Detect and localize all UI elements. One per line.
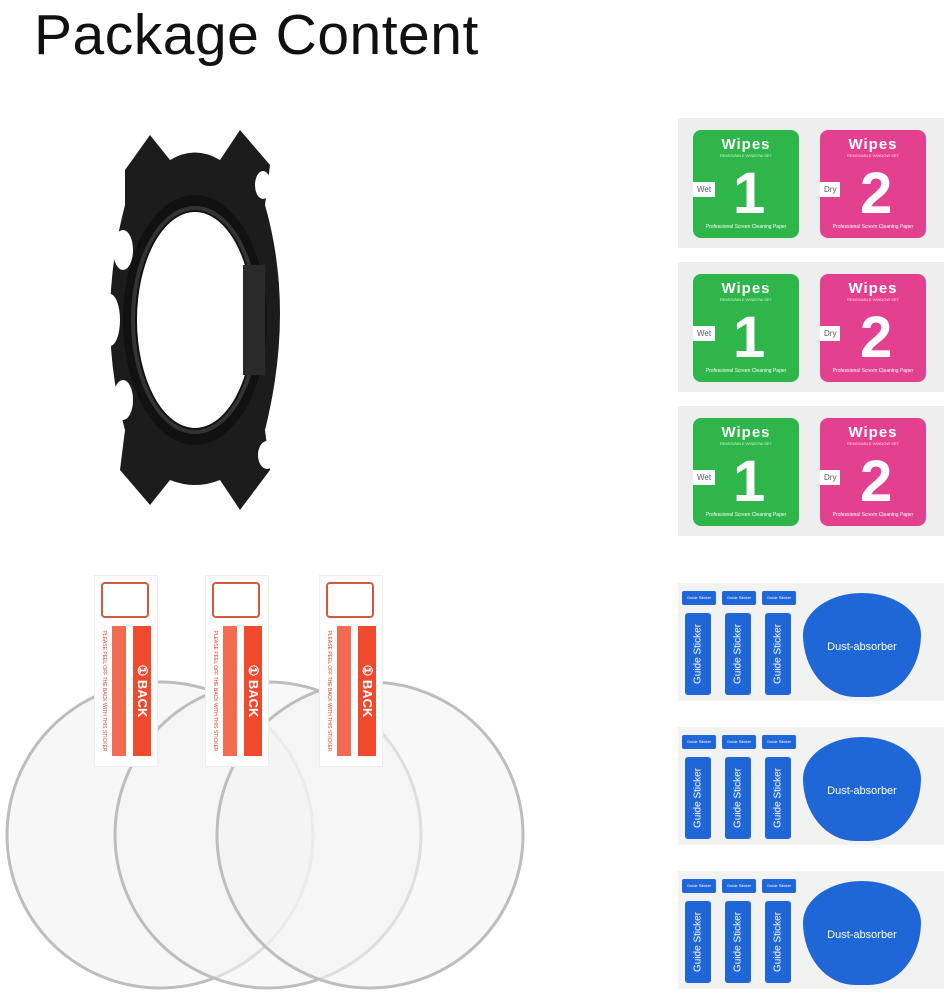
guide-sticker-tab: Guide Sticker bbox=[762, 879, 796, 893]
guide-sticker-set: Guide Sticker Guide Sticker Guide Sticke… bbox=[678, 727, 944, 845]
guide-sticker: Guide Sticker bbox=[765, 901, 791, 983]
guide-sticker-tab: Guide Sticker bbox=[722, 735, 756, 749]
guide-sticker-label: Guide Sticker bbox=[772, 623, 784, 685]
wipe-subtitle: REMOVABLE WINDOW SET bbox=[846, 297, 900, 302]
wipe-footer: Professional Screen Cleaning Paper bbox=[832, 368, 914, 374]
guide-sticker: Guide Sticker bbox=[685, 613, 711, 695]
peel-icon bbox=[212, 582, 260, 618]
wipe-subtitle: REMOVABLE WINDOW SET bbox=[719, 153, 773, 158]
wipe-footer: Professional Screen Cleaning Paper bbox=[705, 224, 787, 230]
back-label: ① BACK bbox=[360, 664, 375, 718]
guide-sticker-tab: Guide Sticker bbox=[762, 591, 796, 605]
wet-number: 1 bbox=[733, 305, 766, 370]
guide-sticker: Guide Sticker bbox=[685, 901, 711, 983]
wipe-subtitle: REMOVABLE WINDOW SET bbox=[846, 153, 900, 158]
wet-number: 1 bbox=[733, 161, 766, 226]
guide-sticker: Guide Sticker bbox=[725, 613, 751, 695]
dry-wipe: Wipes REMOVABLE WINDOW SET Dry 2 Profess… bbox=[820, 130, 926, 238]
wipe-footer: Professional Screen Cleaning Paper bbox=[832, 512, 914, 518]
dry-wipe: Wipes REMOVABLE WINDOW SET Dry 2 Profess… bbox=[820, 418, 926, 526]
guide-sticker-label: Guide Sticker bbox=[732, 623, 744, 685]
peel-instruction: PLEASE PEEL OFF THE BACK WITH THIS STICK… bbox=[326, 630, 332, 752]
guide-sticker: Guide Sticker bbox=[725, 901, 751, 983]
cleaning-wipes-pack: Wipes REMOVABLE WINDOW SET Wet 1 Profess… bbox=[678, 406, 944, 536]
guide-sticker-tab: Guide Sticker bbox=[682, 879, 716, 893]
guide-sticker-label: Guide Sticker bbox=[732, 911, 744, 973]
watch-case-image bbox=[100, 130, 280, 510]
dry-label: Dry bbox=[820, 326, 841, 341]
wipe-footer: Professional Screen Cleaning Paper bbox=[832, 224, 914, 230]
dust-absorber-label: Dust-absorber bbox=[827, 641, 897, 653]
protector-peel-tab: PLEASE PEEL OFF THE BACK WITH THIS STICK… bbox=[94, 575, 158, 767]
protector-peel-tab: PLEASE PEEL OFF THE BACK WITH THIS STICK… bbox=[319, 575, 383, 767]
back-label: ① BACK bbox=[135, 664, 150, 718]
dust-absorber: Dust-absorber bbox=[803, 737, 921, 841]
dry-wipe: Wipes REMOVABLE WINDOW SET Dry 2 Profess… bbox=[820, 274, 926, 382]
guide-sticker-label: Guide Sticker bbox=[692, 767, 704, 829]
guide-sticker-label: Guide Sticker bbox=[772, 911, 784, 973]
dry-label: Dry bbox=[820, 182, 841, 197]
wipe-brand: Wipes bbox=[848, 280, 898, 297]
cleaning-wipes-pack: Wipes REMOVABLE WINDOW SET Wet 1 Profess… bbox=[678, 262, 944, 392]
guide-sticker-set: Guide Sticker Guide Sticker Guide Sticke… bbox=[678, 583, 944, 701]
dust-absorber-label: Dust-absorber bbox=[827, 785, 897, 797]
wipe-brand: Wipes bbox=[721, 424, 771, 441]
wipe-brand: Wipes bbox=[721, 136, 771, 153]
wipe-brand: Wipes bbox=[848, 136, 898, 153]
guide-sticker: Guide Sticker bbox=[765, 757, 791, 839]
dry-number: 2 bbox=[860, 161, 893, 226]
dry-label: Dry bbox=[820, 470, 841, 485]
guide-sticker: Guide Sticker bbox=[725, 757, 751, 839]
wet-wipe: Wipes REMOVABLE WINDOW SET Wet 1 Profess… bbox=[693, 130, 799, 238]
protector-peel-tab: PLEASE PEEL OFF THE BACK WITH THIS STICK… bbox=[205, 575, 269, 767]
back-label: ① BACK bbox=[246, 664, 261, 718]
guide-sticker-tab: Guide Sticker bbox=[722, 591, 756, 605]
wipe-brand: Wipes bbox=[848, 424, 898, 441]
peel-icon bbox=[101, 582, 149, 618]
guide-sticker-label: Guide Sticker bbox=[732, 767, 744, 829]
dust-absorber-label: Dust-absorber bbox=[827, 929, 897, 941]
wet-number: 1 bbox=[733, 449, 766, 514]
peel-instruction: PLEASE PEEL OFF THE BACK WITH THIS STICK… bbox=[101, 630, 107, 752]
guide-sticker: Guide Sticker bbox=[685, 757, 711, 839]
guide-sticker-tab: Guide Sticker bbox=[682, 735, 716, 749]
peel-instruction: PLEASE PEEL OFF THE BACK WITH THIS STICK… bbox=[212, 630, 218, 752]
wipe-footer: Professional Screen Cleaning Paper bbox=[705, 512, 787, 518]
wipe-subtitle: REMOVABLE WINDOW SET bbox=[846, 441, 900, 446]
guide-sticker-label: Guide Sticker bbox=[772, 767, 784, 829]
wet-label: Wet bbox=[693, 470, 716, 485]
dust-absorber: Dust-absorber bbox=[803, 593, 921, 697]
wipe-footer: Professional Screen Cleaning Paper bbox=[705, 368, 787, 374]
wet-label: Wet bbox=[693, 182, 716, 197]
guide-sticker-label: Guide Sticker bbox=[692, 623, 704, 685]
guide-sticker-label: Guide Sticker bbox=[692, 911, 704, 973]
wet-wipe: Wipes REMOVABLE WINDOW SET Wet 1 Profess… bbox=[693, 418, 799, 526]
guide-sticker-tab: Guide Sticker bbox=[762, 735, 796, 749]
guide-sticker: Guide Sticker bbox=[765, 613, 791, 695]
guide-sticker-tab: Guide Sticker bbox=[682, 591, 716, 605]
dust-absorber: Dust-absorber bbox=[803, 881, 921, 985]
wipe-subtitle: REMOVABLE WINDOW SET bbox=[719, 441, 773, 446]
wipe-subtitle: REMOVABLE WINDOW SET bbox=[719, 297, 773, 302]
wet-label: Wet bbox=[693, 326, 716, 341]
dry-number: 2 bbox=[860, 305, 893, 370]
cleaning-wipes-pack: Wipes REMOVABLE WINDOW SET Wet 1 Profess… bbox=[678, 118, 944, 248]
peel-icon bbox=[326, 582, 374, 618]
guide-sticker-tab: Guide Sticker bbox=[722, 879, 756, 893]
screen-protectors-image bbox=[5, 680, 525, 990]
guide-sticker-set: Guide Sticker Guide Sticker Guide Sticke… bbox=[678, 871, 944, 989]
page-title: Package Content bbox=[34, 3, 479, 67]
wipe-brand: Wipes bbox=[721, 280, 771, 297]
dry-number: 2 bbox=[860, 449, 893, 514]
wet-wipe: Wipes REMOVABLE WINDOW SET Wet 1 Profess… bbox=[693, 274, 799, 382]
